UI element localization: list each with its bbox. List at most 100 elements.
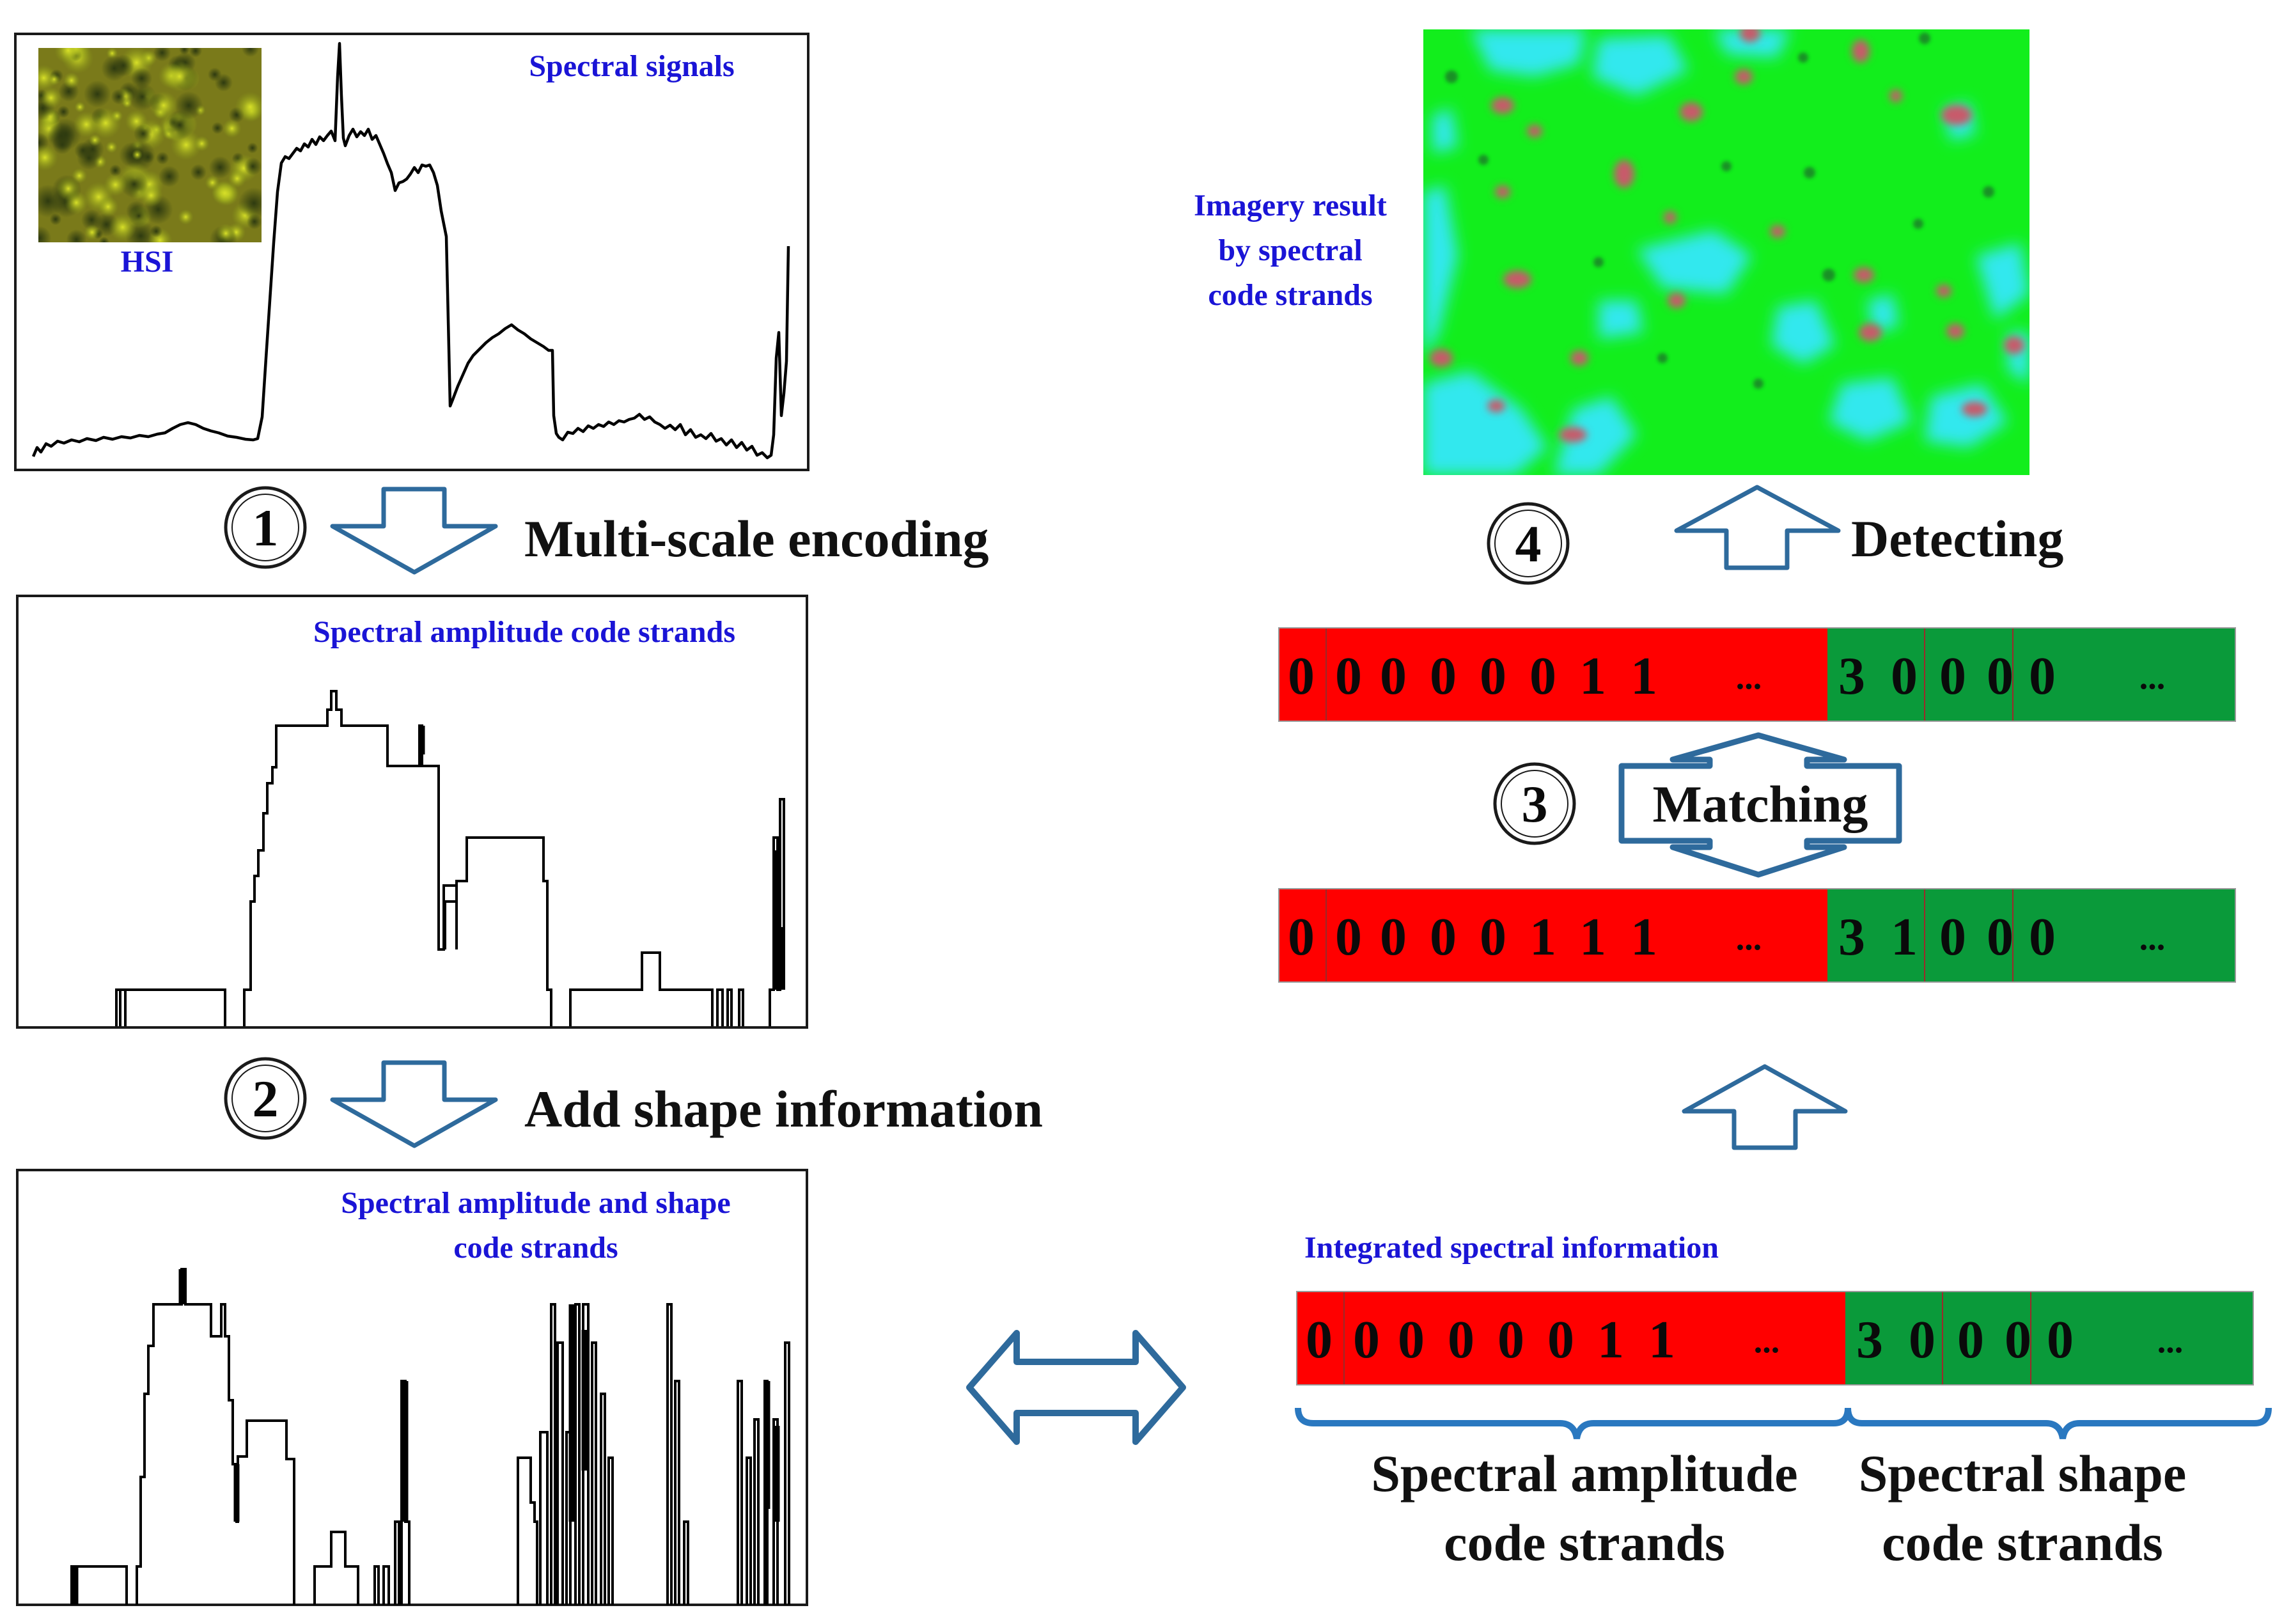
amplitude-digit: 0 xyxy=(1288,646,1315,706)
hsi-texture-spot xyxy=(57,105,70,118)
spectral-signal-curve xyxy=(31,42,790,460)
down-arrow-icon xyxy=(330,1060,498,1148)
step-1-inner-ring xyxy=(231,494,299,561)
hsi-texture-spot xyxy=(129,205,149,226)
step-1: 1 Multi-scale encoding xyxy=(224,486,989,575)
step-1-number: 1 xyxy=(253,499,279,557)
result-label-line2: by spectral xyxy=(1218,233,1362,267)
amplitude-digit: 0 xyxy=(1306,1310,1333,1370)
shape-ellipsis: ... xyxy=(2139,919,2166,957)
hsi-texture-spot xyxy=(47,122,75,150)
row-border xyxy=(1296,1291,2254,1386)
double-arrow-icon xyxy=(966,1330,1186,1445)
shape-segment xyxy=(1827,889,2235,982)
step-2: 2 Add shape information xyxy=(224,1057,1043,1148)
hsi-texture-spot xyxy=(97,196,119,217)
shape-digit: 0 xyxy=(1939,646,1966,706)
step-1-circle xyxy=(224,486,307,569)
row-border xyxy=(1278,888,2236,983)
integrated-label: Integrated spectral information xyxy=(1304,1231,1719,1265)
amplitude-digit: 0 xyxy=(1288,907,1315,967)
amplitude-digit: 0 xyxy=(1547,1310,1574,1370)
brace-amplitude-label-line1: Spectral amplitude xyxy=(1371,1444,1797,1503)
hsi-texture-spot xyxy=(179,48,190,55)
up-arrow-icon xyxy=(1682,1064,1848,1150)
hsi-texture-spot xyxy=(241,48,260,58)
hsi-label: HSI xyxy=(121,245,174,279)
amplitude-digit: 1 xyxy=(1597,1310,1624,1370)
shape-digit: 0 xyxy=(2047,1310,2074,1370)
result-label-line3: code strands xyxy=(1208,278,1372,312)
step-4: 4 Detecting xyxy=(1487,485,2063,585)
hsi-texture-spot xyxy=(63,72,80,89)
amplitude-digit: 1 xyxy=(1630,646,1657,706)
shape-digit: 3 xyxy=(1838,907,1865,967)
hsi-texture-spot xyxy=(88,134,102,146)
step-4-inner-ring xyxy=(1494,510,1562,577)
amplitude-digit: 0 xyxy=(1529,646,1556,706)
amplitude-digit: 1 xyxy=(1630,907,1657,967)
result-image xyxy=(1423,29,2029,475)
amplitude-digit: 0 xyxy=(1430,646,1457,706)
shape-digit: 1 xyxy=(1891,907,1918,967)
hsi-texture-spot xyxy=(47,73,61,86)
amplitude-shape-strands-panel: Spectral amplitude and shape code strand… xyxy=(16,1169,808,1606)
hsi-texture-spot xyxy=(150,225,162,238)
hsi-texture-spot xyxy=(38,226,52,242)
hsi-texture-spot xyxy=(40,87,62,109)
hsi-texture-spot xyxy=(158,166,180,187)
brace-amplitude-label-line2: code strands xyxy=(1444,1513,1725,1572)
step-2-circle xyxy=(224,1057,307,1140)
amplitude-digit: 1 xyxy=(1579,646,1606,706)
hsi-texture-spot xyxy=(65,191,88,215)
amplitude-digit: 0 xyxy=(1430,907,1457,967)
step-2-number: 2 xyxy=(253,1070,279,1128)
step-2-label: Add shape information xyxy=(524,1080,1043,1138)
spectral-signals-panel: HSI Spectral signals xyxy=(14,33,809,471)
hsi-texture-spot xyxy=(109,213,137,241)
bidirectional-arrow-icon xyxy=(1618,732,1902,878)
hsi-texture-spot xyxy=(247,142,258,154)
step-1-label: Multi-scale encoding xyxy=(524,510,989,568)
amplitude-shape-label-line1: Spectral amplitude and shape xyxy=(341,1186,730,1220)
hsi-texture-spot xyxy=(104,173,127,196)
brace-shape xyxy=(1845,1407,2272,1440)
amplitude-shape-label-line2: code strands xyxy=(453,1231,618,1265)
amplitude-segment xyxy=(1279,889,1827,982)
amplitude-segment xyxy=(1297,1292,1845,1385)
amplitude-ellipsis: ... xyxy=(1736,919,1762,957)
hsi-texture-spot xyxy=(194,136,210,152)
shape-segment xyxy=(1845,1292,2253,1385)
step-4-circle xyxy=(1487,502,1570,585)
hsi-texture-spot xyxy=(238,187,262,219)
hsi-texture-spot xyxy=(84,224,100,240)
hsi-texture-spot xyxy=(38,144,58,171)
shape-digit: 3 xyxy=(1838,646,1865,706)
hsi-texture-spot xyxy=(222,119,242,138)
hsi-texture-spot xyxy=(246,214,262,230)
row-border xyxy=(1278,627,2236,722)
shape-ellipsis: ... xyxy=(2157,1322,2184,1360)
amplitude-ellipsis: ... xyxy=(1754,1322,1780,1360)
hsi-texture-spot xyxy=(90,107,121,139)
amplitude-digit: 0 xyxy=(1380,907,1407,967)
hsi-texture-spot xyxy=(74,101,86,113)
shape-ellipsis: ... xyxy=(2139,658,2166,696)
hsi-texture-spot xyxy=(98,237,110,242)
hsi-texture-spot xyxy=(66,229,87,242)
hsi-texture-spot xyxy=(214,74,233,92)
hsi-texture-spot xyxy=(149,91,178,120)
amplitude-digit: 0 xyxy=(1335,646,1362,706)
step-4-number: 4 xyxy=(1515,515,1542,573)
amplitude-digit: 0 xyxy=(1448,1310,1474,1370)
hsi-texture-spot xyxy=(111,88,127,105)
hsi-texture-spot xyxy=(212,180,238,207)
shape-digit: 0 xyxy=(1957,1310,1984,1370)
hsi-texture-spot xyxy=(83,80,111,108)
hsi-texture-spot xyxy=(106,141,118,153)
amplitude-digit: 0 xyxy=(1335,907,1362,967)
